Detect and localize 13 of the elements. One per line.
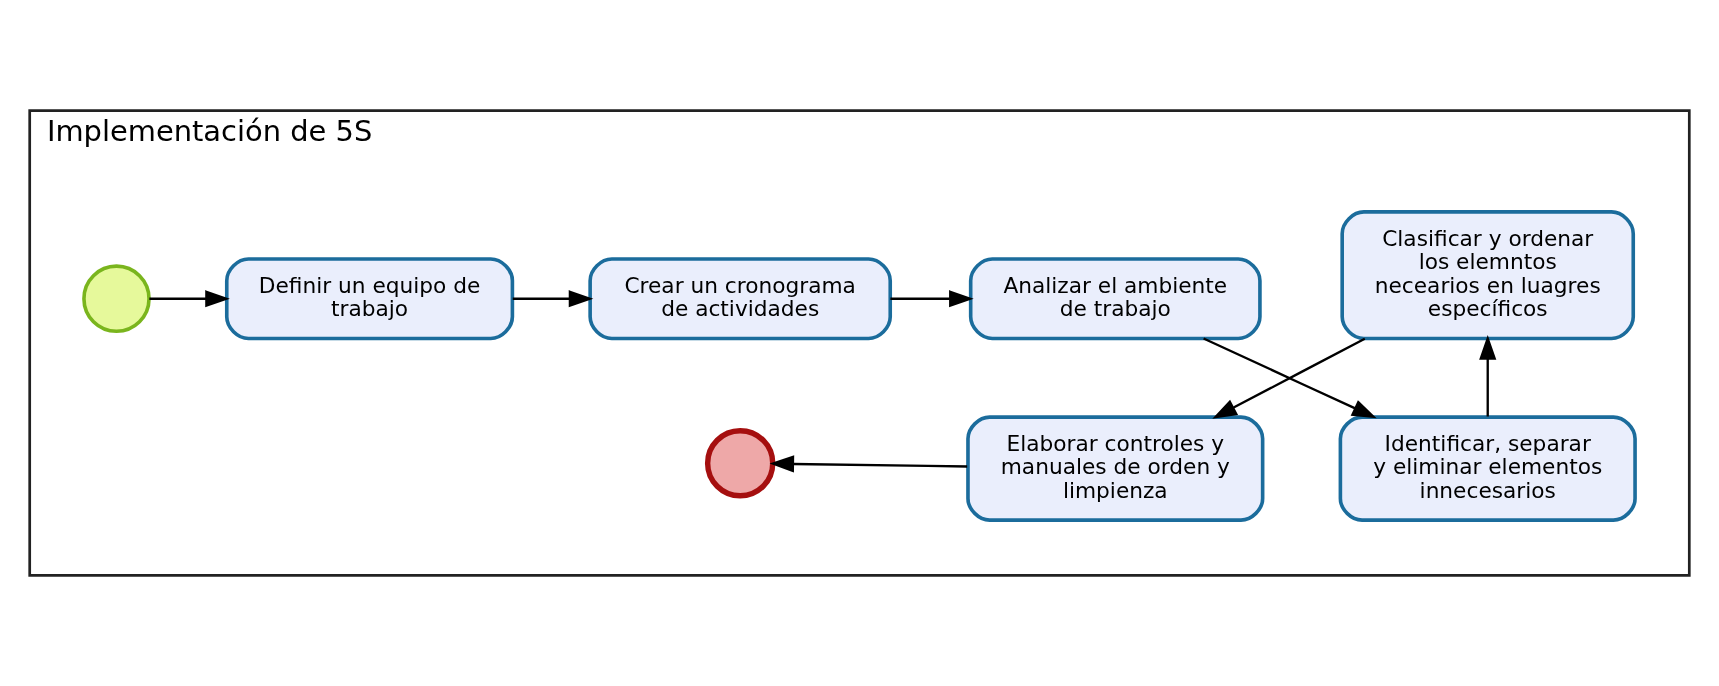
arrow [512, 290, 594, 308]
node-box: Definir un equipo de trabajo [224, 257, 515, 341]
arrow [149, 290, 230, 308]
arrow [890, 290, 974, 308]
node-box: Clasificar y ordenar los elemntos necearios en luagres específicos [1340, 210, 1636, 341]
node-box: Elaborar controles y manuales de orden y limpienza [966, 415, 1265, 522]
node-box: Analizar el ambiente de trabajo [968, 257, 1262, 341]
arrow [1479, 335, 1497, 417]
node-circle [704, 427, 776, 499]
arrow [769, 455, 968, 473]
node-box: Crear un cronograma de actividades [588, 257, 893, 341]
node-box: Identificar, separar y eliminar elementos innecesarios [1338, 415, 1637, 522]
node-circle [82, 264, 151, 334]
